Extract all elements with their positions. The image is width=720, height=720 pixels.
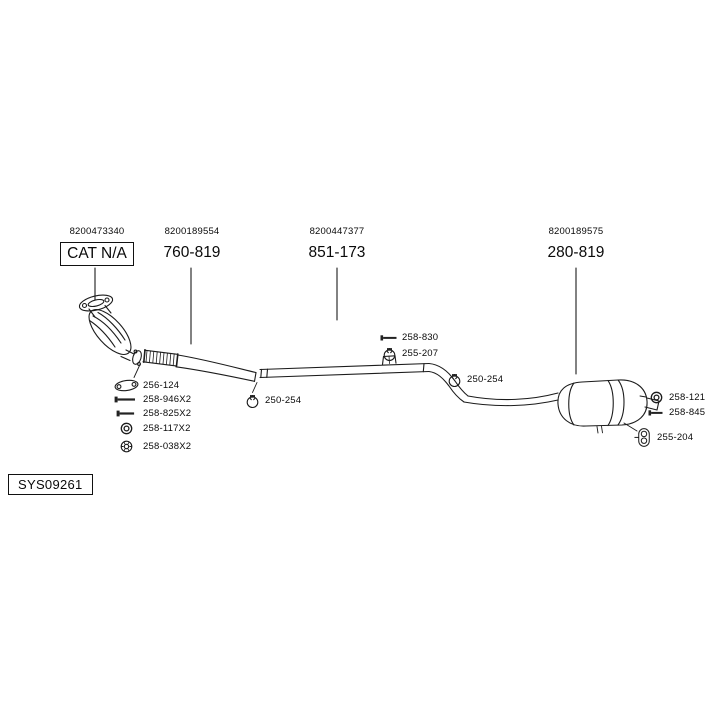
part-number: 760-819 — [163, 244, 221, 261]
callout-front-bolt-2: 258-825X2 — [112, 408, 191, 419]
part-number-label: 258-845 — [669, 407, 706, 418]
oe-reference: 8200189575 — [548, 226, 604, 237]
part-number-label: 250-254 — [265, 395, 302, 406]
callout-front-ring: 258-117X2 — [112, 422, 191, 435]
callout-leader-lines — [133, 364, 647, 432]
part-number-label: 256-124 — [143, 380, 180, 391]
center-pipe-drawing — [259, 355, 559, 407]
front-flex-pipe-drawing — [142, 349, 257, 382]
clamp-icon — [444, 371, 464, 388]
part-number-label: 258-825X2 — [143, 408, 192, 419]
bolt-icon — [646, 409, 666, 417]
leader-lines — [94, 267, 577, 375]
assembly-label-front-pipe: 8200189554 760-819 — [150, 226, 234, 264]
part-number-label: 258-121 — [669, 392, 706, 403]
callout-rear-hanger: 255-204 — [634, 426, 693, 449]
bolt-icon — [112, 409, 140, 418]
bolt-icon — [379, 334, 399, 342]
clamp-icon — [379, 345, 399, 362]
part-number-label: 255-204 — [657, 432, 694, 443]
part-number-label: 258-038X2 — [143, 441, 192, 452]
system-code: SYS09261 — [8, 474, 93, 495]
assembly-label-catalyst: 8200473340 CAT N/A — [55, 226, 139, 266]
ring-icon — [112, 422, 140, 435]
callout-center-mount-clamp: 250-254 — [444, 371, 503, 388]
part-number-label: 250-254 — [467, 374, 504, 385]
callout-rear-bolt: 258-845 — [646, 407, 705, 418]
assembly-label-center-pipe: 8200447377 851-173 — [295, 226, 379, 264]
callout-center-clamp: 255-207 — [379, 345, 438, 362]
assembly-label-rear-silencer: 8200189575 280-819 — [534, 226, 618, 264]
callout-center-bolt: 258-830 — [379, 332, 438, 343]
oe-reference: 8200473340 — [69, 226, 125, 237]
part-number: 280-819 — [547, 244, 605, 261]
bolt-icon — [112, 395, 140, 404]
callout-rear-ring: 258-121 — [646, 391, 705, 404]
clamp-icon — [242, 392, 262, 409]
part-number-label: 258-946X2 — [143, 394, 192, 405]
callout-front-joint-clamp: 250-254 — [242, 392, 301, 409]
oe-reference: 8200447377 — [309, 226, 365, 237]
callout-gasket: 256-124 — [112, 378, 179, 393]
catalytic-converter-drawing — [78, 294, 142, 366]
ring-icon — [646, 391, 666, 404]
oe-reference: 8200189554 — [164, 226, 220, 237]
part-number-label: 258-830 — [402, 332, 439, 343]
part-number: CAT N/A — [60, 242, 134, 266]
callout-front-bolt-1: 258-946X2 — [112, 394, 191, 405]
part-number-label: 258-117X2 — [143, 423, 191, 434]
callout-front-flange-nut: 258-038X2 — [112, 440, 191, 453]
part-number-label: 255-207 — [402, 348, 439, 359]
rear-silencer-drawing — [557, 379, 648, 434]
part-number: 851-173 — [308, 244, 366, 261]
hanger-icon — [634, 426, 654, 449]
gasket-icon — [112, 378, 140, 393]
flange-nut-icon — [112, 440, 140, 453]
